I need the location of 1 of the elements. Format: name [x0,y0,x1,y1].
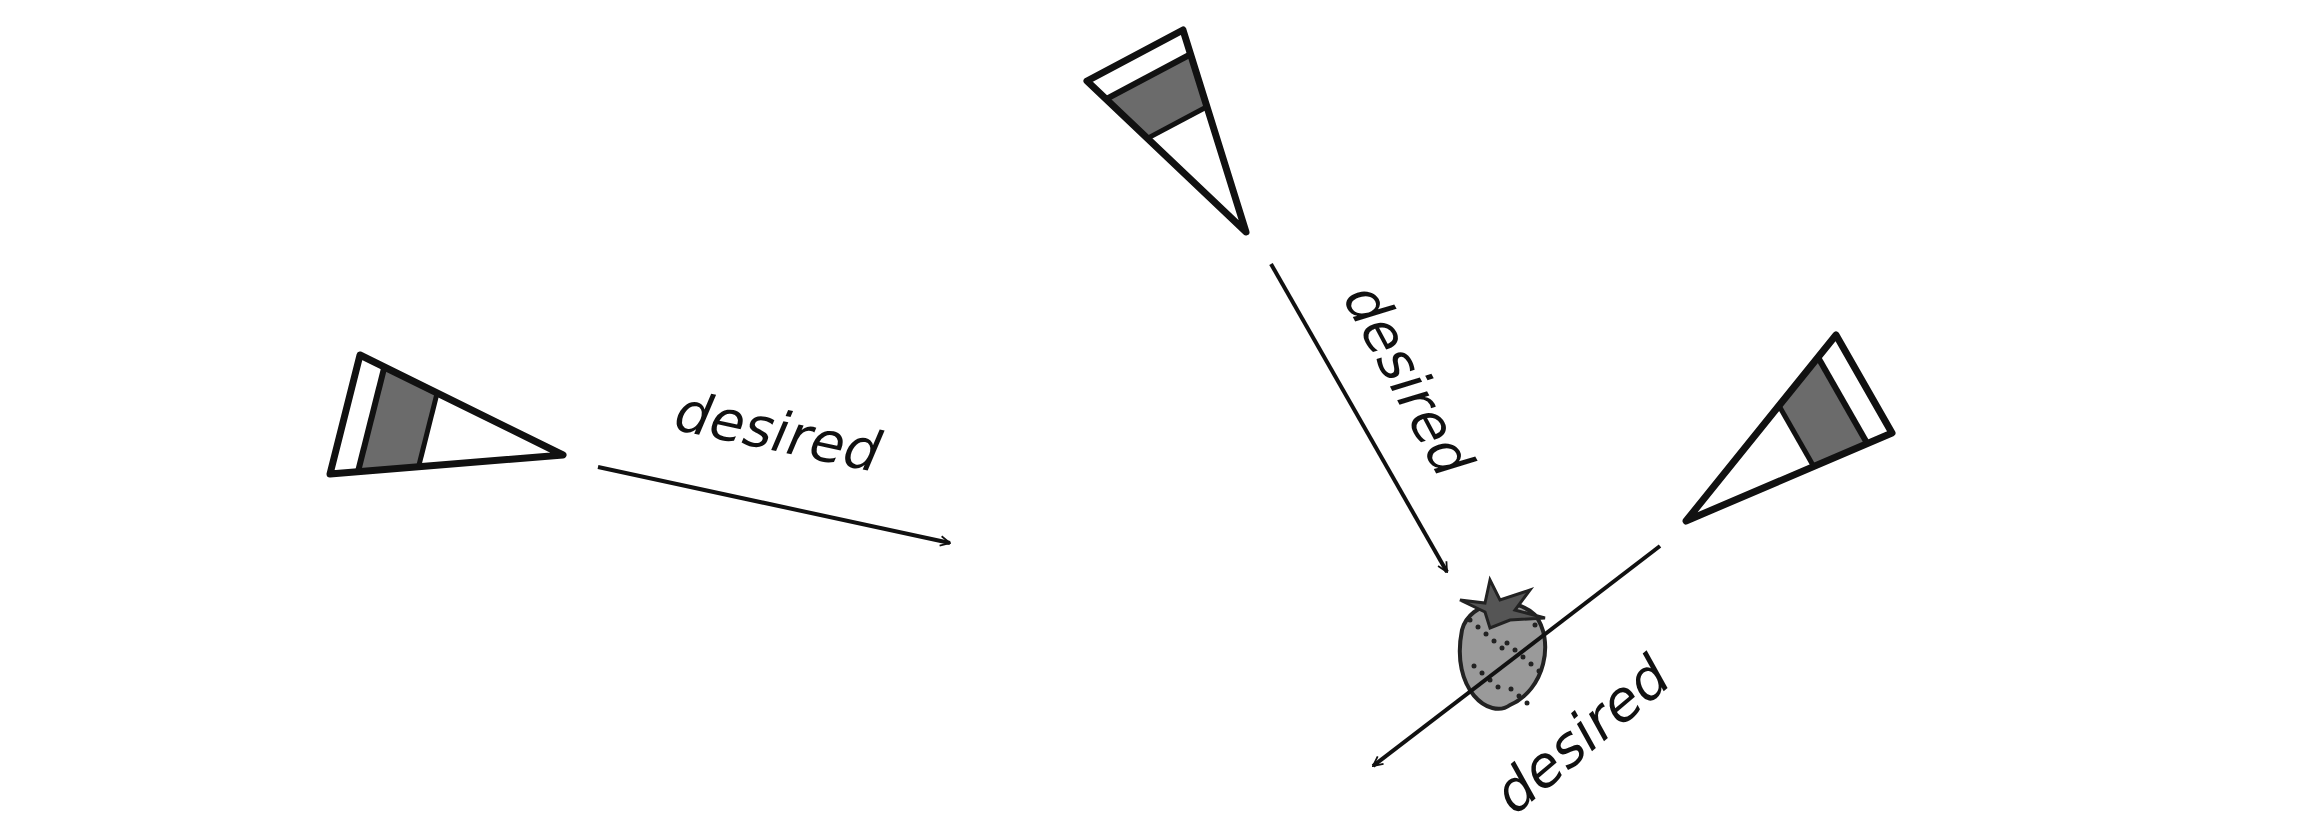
arrow-label: desired [670,383,886,481]
